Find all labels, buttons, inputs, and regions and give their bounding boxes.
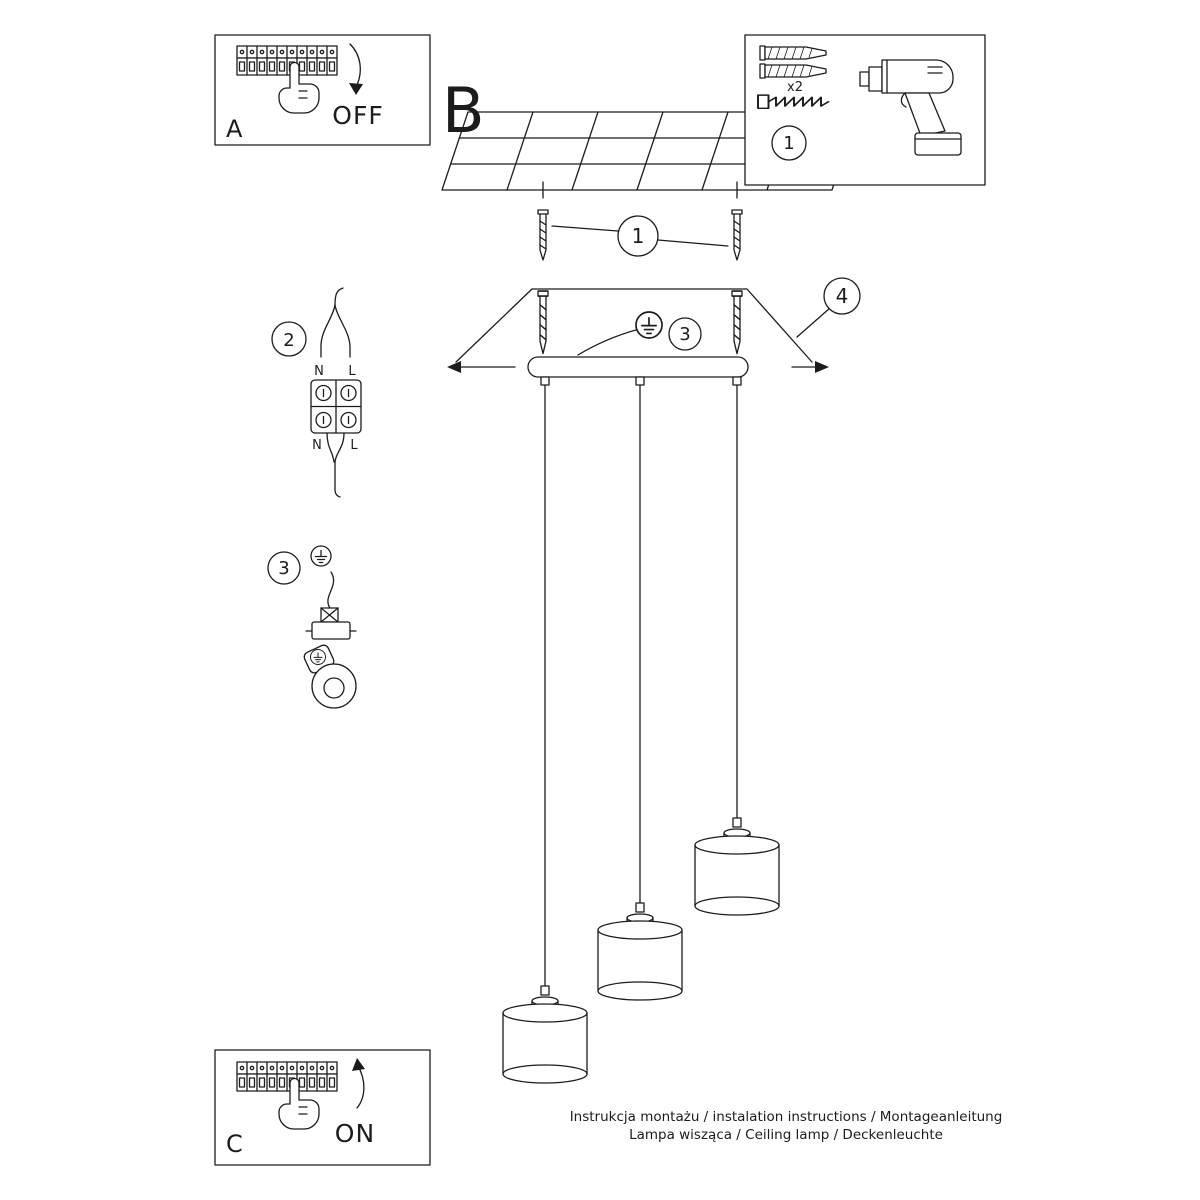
hardware-callout-number: 1 xyxy=(783,133,794,154)
screws-callout-number: 1 xyxy=(632,224,645,248)
bracket-callout-circle xyxy=(823,277,861,315)
ground-connection: 3 xyxy=(577,311,702,356)
off-arrowhead-icon xyxy=(349,83,363,95)
arrow-left-icon xyxy=(447,361,461,373)
wire-label-n-top: N xyxy=(314,364,324,379)
ceiling-plate xyxy=(527,356,749,386)
on-label: ON xyxy=(335,1119,375,1148)
ground-lug-icon xyxy=(303,644,357,709)
ground-wire xyxy=(577,329,637,356)
cable-clamp-icon xyxy=(305,607,357,640)
callout-leader xyxy=(657,239,729,247)
terminal-block xyxy=(310,379,362,434)
ground-callout-circle xyxy=(668,317,702,351)
hardware-panel: x2 1 xyxy=(744,34,986,186)
arrow-right-icon xyxy=(815,361,829,373)
wire-label-l-bottom: L xyxy=(350,438,358,453)
grounding-callout-circle xyxy=(267,551,301,585)
bracket-callout-number: 4 xyxy=(836,284,849,308)
footer-line2: Lampa wisząca / Ceiling lamp / Deckenleu… xyxy=(629,1127,943,1143)
alignment-arrows xyxy=(447,361,829,373)
hardware-callout-circle xyxy=(771,125,807,161)
drill-icon xyxy=(859,59,962,156)
grounding-callout-number: 3 xyxy=(278,558,289,579)
bracket-callout: 4 xyxy=(796,277,861,338)
panel-c-breaker-on: C ON xyxy=(214,1049,431,1166)
pendant-cables xyxy=(544,384,738,987)
ground-symbol-icon xyxy=(635,311,663,339)
ground-symbol-icon xyxy=(310,545,332,567)
pendant-lamp-left xyxy=(502,985,588,1084)
mounting-screw-left xyxy=(537,209,549,261)
mounting-screw-right xyxy=(731,209,743,261)
footer-line1: Instrukcja montażu / instalation instruc… xyxy=(570,1109,1003,1125)
mounting-bracket xyxy=(455,288,813,363)
pendant-lamp-right xyxy=(694,817,780,916)
pendant-lamp-middle xyxy=(597,902,683,1001)
bracket-screw-left xyxy=(537,290,549,355)
step-b-label: B xyxy=(442,74,485,147)
panel-a-breaker-off: A OFF xyxy=(214,34,431,146)
drill-hole-marks xyxy=(542,181,738,199)
wiring-detail: 2 N L N L xyxy=(271,287,362,498)
mounting-screws-step: 1 xyxy=(537,209,743,261)
wire-label-n-bottom: N xyxy=(312,438,322,453)
wire-label-l-top: L xyxy=(348,364,356,379)
cable-gland xyxy=(540,376,550,386)
cable-gland xyxy=(635,376,645,386)
panel-a-label: A xyxy=(226,115,243,143)
cable-gland xyxy=(732,376,742,386)
anchor-quantity-label: x2 xyxy=(787,80,803,95)
wiring-callout-circle xyxy=(271,321,307,357)
ground-wire xyxy=(327,571,335,609)
callout-leader xyxy=(551,225,619,232)
screws-callout-circle xyxy=(617,215,659,257)
ground-callout-number: 3 xyxy=(679,324,690,345)
wire-l-top xyxy=(334,304,351,358)
off-label: OFF xyxy=(332,101,383,130)
grounding-detail: 3 xyxy=(267,545,357,709)
footer: Instrukcja montażu / instalation instruc… xyxy=(570,1109,1003,1143)
supply-wire xyxy=(334,287,344,306)
wire-n-top xyxy=(320,304,336,358)
callout-leader xyxy=(796,307,831,338)
wire-n-bottom xyxy=(326,432,335,463)
panel-c-label: C xyxy=(226,1130,243,1158)
bracket-screw-right xyxy=(731,290,743,355)
on-arrowhead-icon xyxy=(352,1058,365,1071)
lamp-wire xyxy=(334,461,341,498)
off-arrow-icon xyxy=(349,43,361,86)
wire-l-bottom xyxy=(334,432,345,463)
wiring-callout-number: 2 xyxy=(283,330,294,351)
